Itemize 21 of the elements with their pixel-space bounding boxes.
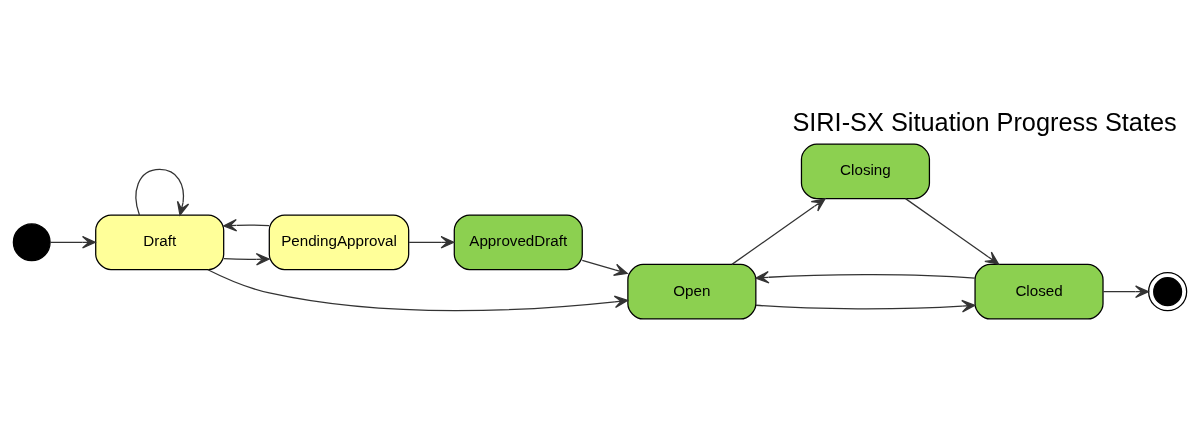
arrow	[581, 259, 628, 276]
node-box: Closing	[800, 143, 931, 200]
node-box: PendingApproval	[268, 214, 410, 271]
node-box: ApprovedDraft	[453, 214, 583, 271]
arrow	[731, 198, 826, 265]
node-box: Closed	[974, 263, 1104, 320]
arrow	[755, 299, 976, 313]
arrow	[135, 168, 190, 216]
node-circle	[1148, 272, 1188, 312]
arrow	[223, 219, 270, 232]
arrow	[408, 235, 455, 249]
arrow	[904, 198, 1000, 265]
arrow	[1102, 285, 1149, 299]
arrow	[49, 235, 96, 249]
node-box: Draft	[95, 214, 225, 271]
node-circle	[12, 223, 51, 262]
arrow	[207, 269, 629, 312]
arrow	[755, 270, 976, 284]
arrow	[223, 253, 270, 266]
node-box: Open	[627, 263, 757, 320]
diagram-title: SIRI-SX Situation Progress States	[792, 108, 1177, 137]
